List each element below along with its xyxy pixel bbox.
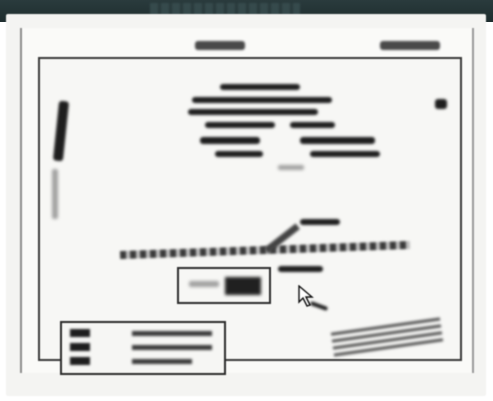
text-line: [205, 122, 275, 128]
plot-outline: [177, 267, 271, 304]
text-line: [200, 137, 260, 144]
text-line: [192, 97, 332, 103]
legend-box: [60, 321, 226, 375]
text-line: [278, 165, 304, 170]
legend-swatch: [70, 329, 90, 337]
text-line: [215, 151, 263, 157]
signature-stamp: [330, 317, 444, 357]
legend-swatch: [70, 343, 90, 351]
legend-text: [132, 345, 212, 350]
page-header-center: [195, 41, 245, 50]
text-line: [300, 137, 375, 144]
plot-label: [189, 281, 219, 287]
text-line: [310, 151, 380, 157]
margin-mark: [52, 169, 58, 219]
plot-fill: [225, 277, 261, 295]
road-label: [300, 219, 340, 225]
document-viewer[interactable]: [20, 28, 474, 375]
legend-swatch: [70, 357, 90, 365]
window-title: [150, 3, 300, 15]
text-line: [290, 122, 335, 128]
margin-mark: [52, 100, 70, 162]
text-line: [220, 84, 300, 90]
plot-note: [278, 266, 323, 272]
text-line: [188, 109, 318, 115]
screen-frame: [6, 14, 486, 396]
legend-text: [132, 359, 192, 364]
corner-mark: [435, 99, 447, 109]
legend-text: [132, 331, 212, 336]
scanned-page: [38, 41, 462, 375]
page-header-right: [380, 41, 440, 50]
